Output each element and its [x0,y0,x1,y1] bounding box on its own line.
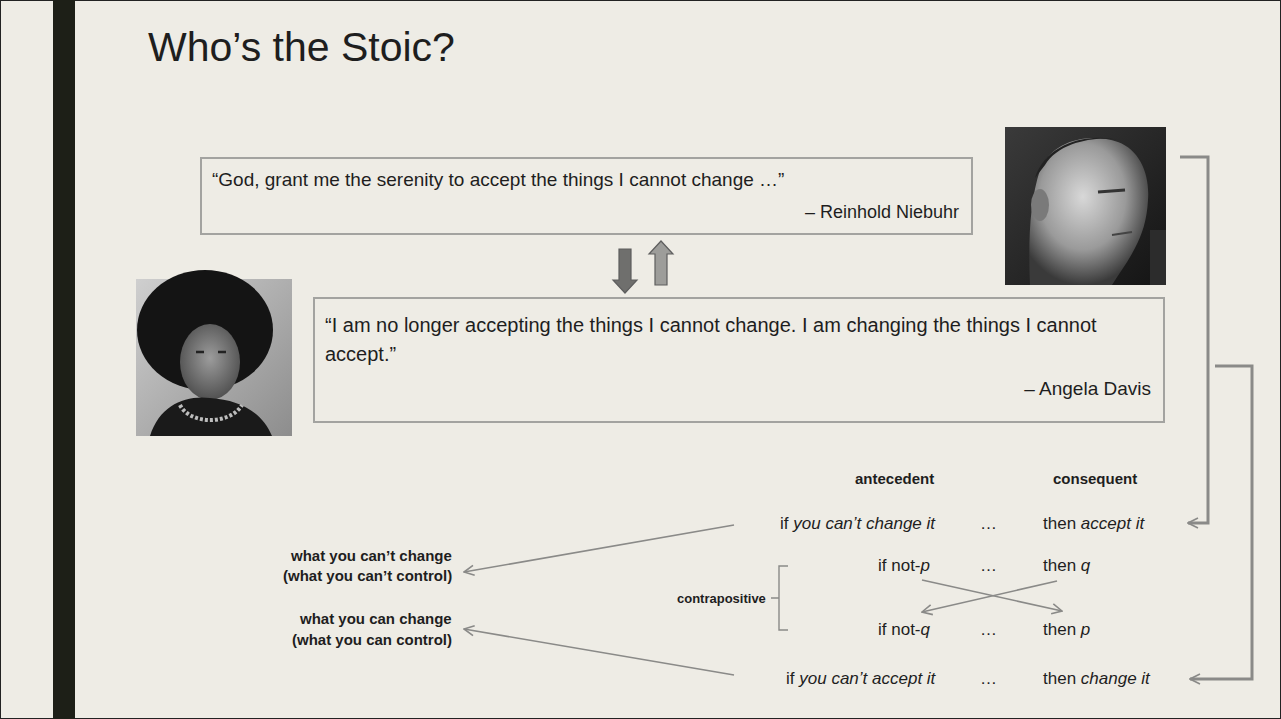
variable: q [1081,556,1090,575]
label-row: then change it [1043,669,1150,689]
brace-label: contrapositive [677,591,766,606]
variable: p [1081,620,1090,639]
side-label: (what you can’t control) [283,567,452,584]
quote-box: “I am no longer accepting the things I c… [313,297,1165,423]
row-text: change it [1081,669,1150,688]
ellipsis: … [980,514,997,533]
row-text: then [1043,669,1076,688]
bracket-line [1190,366,1252,679]
swap-arrow [922,580,1062,611]
row-text: then [1043,620,1076,639]
quote-author: – Reinhold Niebuhr [212,201,959,224]
label-row: ifyou can’t accept it [786,669,935,689]
label-row: … [980,669,997,689]
accent-bar [53,0,75,719]
block-arrow [649,241,673,285]
quote-text: “I am no longer accepting the things I c… [325,311,1151,369]
row-text: if not- [878,620,921,639]
label-row: (what you can control) [292,630,452,650]
slide-title: Who’s the Stoic? [148,24,455,71]
ellipsis: … [980,620,997,639]
label-row: contrapositive [677,588,766,609]
leader-line [464,525,734,572]
bracket-line [1180,157,1208,523]
ellipsis: … [980,556,997,575]
connector [613,241,673,293]
variable: p [921,556,930,575]
label-row: thenp [1043,620,1090,640]
variable: q [921,620,930,639]
label-row: if not-p [878,556,930,576]
label-row: if not-q [878,620,930,640]
row-text: if [780,514,789,533]
side-label: (what you can control) [292,631,452,648]
label-row: ifyou can’t change it [780,514,935,534]
label-row: consequent [1053,469,1137,489]
label-row: (what you can’t control) [283,566,452,586]
label-row: … [980,620,997,640]
label-row: what you can change [300,609,452,629]
row-text: you can’t change it [793,514,935,533]
label-row: thenq [1043,556,1090,576]
brace [771,566,788,630]
column-head: antecedent [855,470,934,487]
row-text: accept it [1081,514,1144,533]
label-row: … [980,556,997,576]
quote-box: “God, grant me the serenity to accept th… [200,157,973,235]
label-row: then accept it [1043,514,1144,534]
portrait-photo [136,270,292,436]
leader-line [464,629,734,675]
row-text: then [1043,514,1076,533]
ellipsis: … [980,669,997,688]
portrait-photo [1005,127,1166,285]
row-text: if not- [878,556,921,575]
label-row: antecedent [855,469,934,489]
side-label: what you can’t change [291,547,452,564]
label-row: … [980,514,997,534]
quote-author: – Angela Davis [325,377,1151,402]
block-arrow [613,249,637,293]
quote-text: “God, grant me the serenity to accept th… [212,168,959,193]
row-text: you can’t accept it [799,669,935,688]
column-head: consequent [1053,470,1137,487]
swap-arrow [922,581,1057,612]
label-row: what you can’t change [291,546,452,566]
row-text: if [786,669,795,688]
row-text: then [1043,556,1076,575]
side-label: what you can change [300,610,452,627]
